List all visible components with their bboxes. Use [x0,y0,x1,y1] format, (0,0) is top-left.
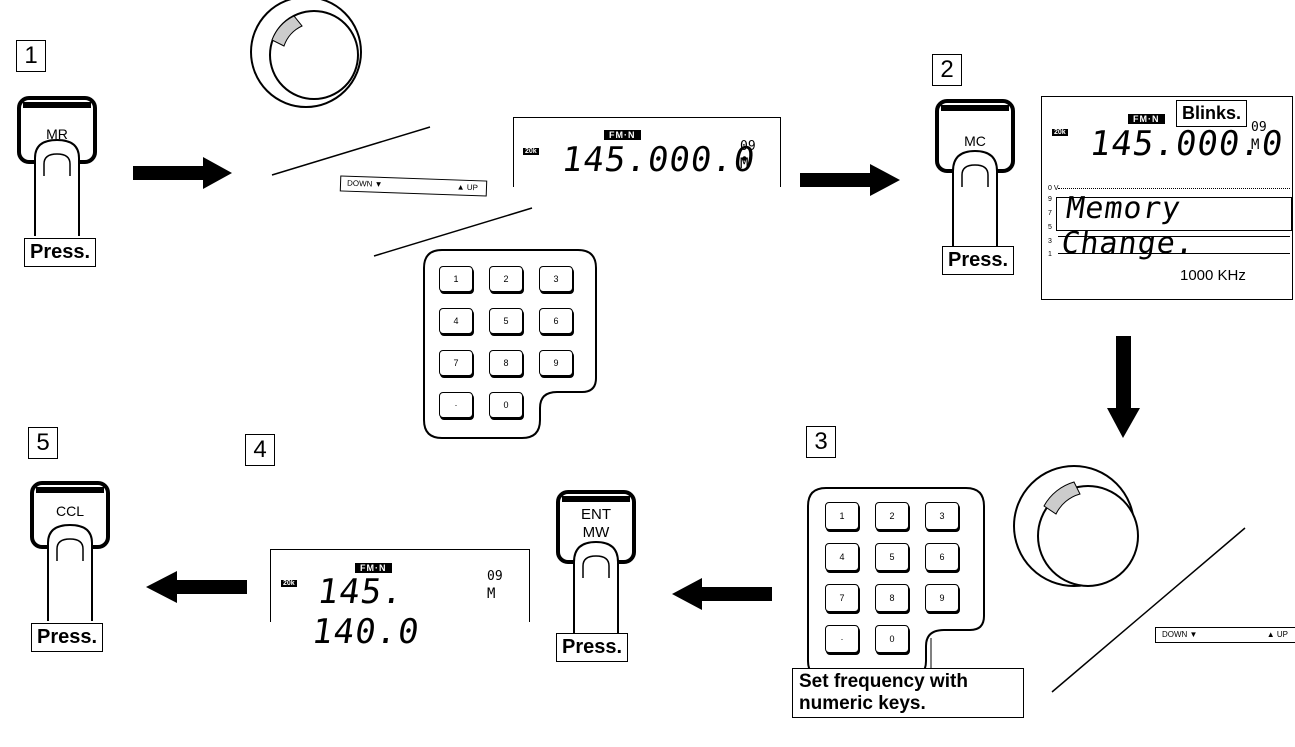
caption-line-1: Set frequency with [799,671,968,692]
channel-number-blinking: 09 [1251,120,1267,135]
mr-button-label: MR [46,126,68,142]
keypad-key[interactable]: 1 [825,502,859,530]
scope-scale-1: 1 [1048,251,1052,258]
mc-button-label: MC [964,133,986,149]
channel-number: 09 [487,569,503,584]
memory-marker: M [740,156,749,172]
frequency-readout: 145.000.0 [559,140,759,180]
tuning-knob-icon [250,0,362,108]
blinks-label: Blinks. [1176,100,1248,127]
keypad-key[interactable]: · [439,392,473,418]
step-number-4: 4 [245,434,275,466]
frequency-readout: 145. 140.0 [309,572,423,652]
scope-scale-3: 3 [1048,238,1052,245]
ent-mw-button[interactable]: ENT MW [556,490,636,640]
keypad-key[interactable]: 3 [539,266,573,292]
dial-bar-3: DOWN ▼ ▲ UP [1155,627,1295,643]
keypad-key[interactable]: 4 [439,308,473,334]
press-label-5: Press. [31,623,104,652]
caption-line-2: numeric keys. [799,693,926,714]
keypad-key[interactable]: 8 [875,584,909,612]
mode-badge: FM·N [604,130,641,140]
keypad-key[interactable]: · [825,625,859,653]
down-label: DOWN ▼ [1162,630,1198,639]
keypad-key[interactable]: 9 [539,350,573,376]
keypad-key[interactable]: 0 [489,392,523,418]
lcd-display-1: FM·N 20k 145.000.0 09 M [513,117,781,187]
tuning-knob-icon [1013,465,1139,587]
keypad-key[interactable]: 1 [439,266,473,292]
ccl-button-label: CCL [55,503,84,519]
set-frequency-caption: Set frequency with numeric keys. [792,668,1024,718]
keypad-key[interactable]: 3 [925,502,959,530]
ccl-button[interactable]: CCL [30,481,110,621]
step-number-1: 1 [16,40,46,72]
keypad-key[interactable]: 7 [825,584,859,612]
step-badge: 20k [523,148,539,155]
keypad-key[interactable]: 4 [825,543,859,571]
press-label-1: Press. [24,238,97,267]
step-number-3: 3 [806,426,836,458]
channel-number: 09 [740,139,756,154]
arrow-right-2 [800,164,900,196]
scope-scale-5: 5 [1048,224,1052,231]
memory-change-message: Memory Change. [1059,191,1198,261]
step-number-5: 5 [28,427,58,459]
keypad-key[interactable]: 0 [875,625,909,653]
mr-button[interactable]: MR [17,96,97,236]
mode-badge: FM·N [1128,114,1165,124]
keypad-key[interactable]: 8 [489,350,523,376]
step-badge: 20k [1052,129,1068,136]
up-label: ▲ UP [456,182,479,193]
keypad-key[interactable]: 7 [439,350,473,376]
scope-scale-0: 0 V [1048,185,1059,192]
arrow-down [1107,336,1140,438]
keypad-key[interactable]: 9 [925,584,959,612]
keypad-key[interactable]: 5 [875,543,909,571]
divider-line [271,126,431,176]
arrow-left-1 [672,578,772,610]
keypad-key[interactable]: 5 [489,308,523,334]
arrow-right-1 [133,157,232,189]
finger-press-icon [17,96,97,236]
mc-button[interactable]: MC [935,99,1015,249]
finger-press-icon [935,99,1015,249]
down-label: DOWN ▼ [346,178,383,189]
divider-line [373,207,533,257]
finger-press-icon [556,490,636,640]
finger-press-icon [30,481,110,621]
press-label-2: Press. [942,246,1015,275]
divider-line [1051,527,1246,693]
step-badge: 20k [281,580,297,587]
lcd-display-4: FM·N 20k 145. 140.0 09 M [270,549,530,652]
up-label: ▲ UP [1266,630,1288,639]
keypad-key[interactable]: 6 [539,308,573,334]
arrow-left-2 [146,571,247,603]
scope-scale-7: 7 [1048,210,1052,217]
band-scope: 0 V 9 7 5 3 1 Memory Change. 1000 KHz [1042,183,1292,299]
press-label-4: Press. [556,633,629,662]
keypad-key[interactable]: 6 [925,543,959,571]
mw-label: MW [582,524,610,541]
lcd-display-2: FM·N 20k 145.000.0 09 M 0 V 9 7 5 3 1 Me… [1041,96,1293,300]
scope-scale-9: 9 [1048,196,1052,203]
step-number-2: 2 [932,54,962,86]
ent-label: ENT [581,506,611,523]
mode-badge: FM·N [355,563,392,573]
memory-marker: M [1251,137,1260,153]
memory-marker: M [487,586,496,602]
keypad-key[interactable]: 2 [875,502,909,530]
keypad-outline [423,249,597,439]
span-readout: 1000 KHz [1180,267,1246,284]
keypad-key[interactable]: 2 [489,266,523,292]
